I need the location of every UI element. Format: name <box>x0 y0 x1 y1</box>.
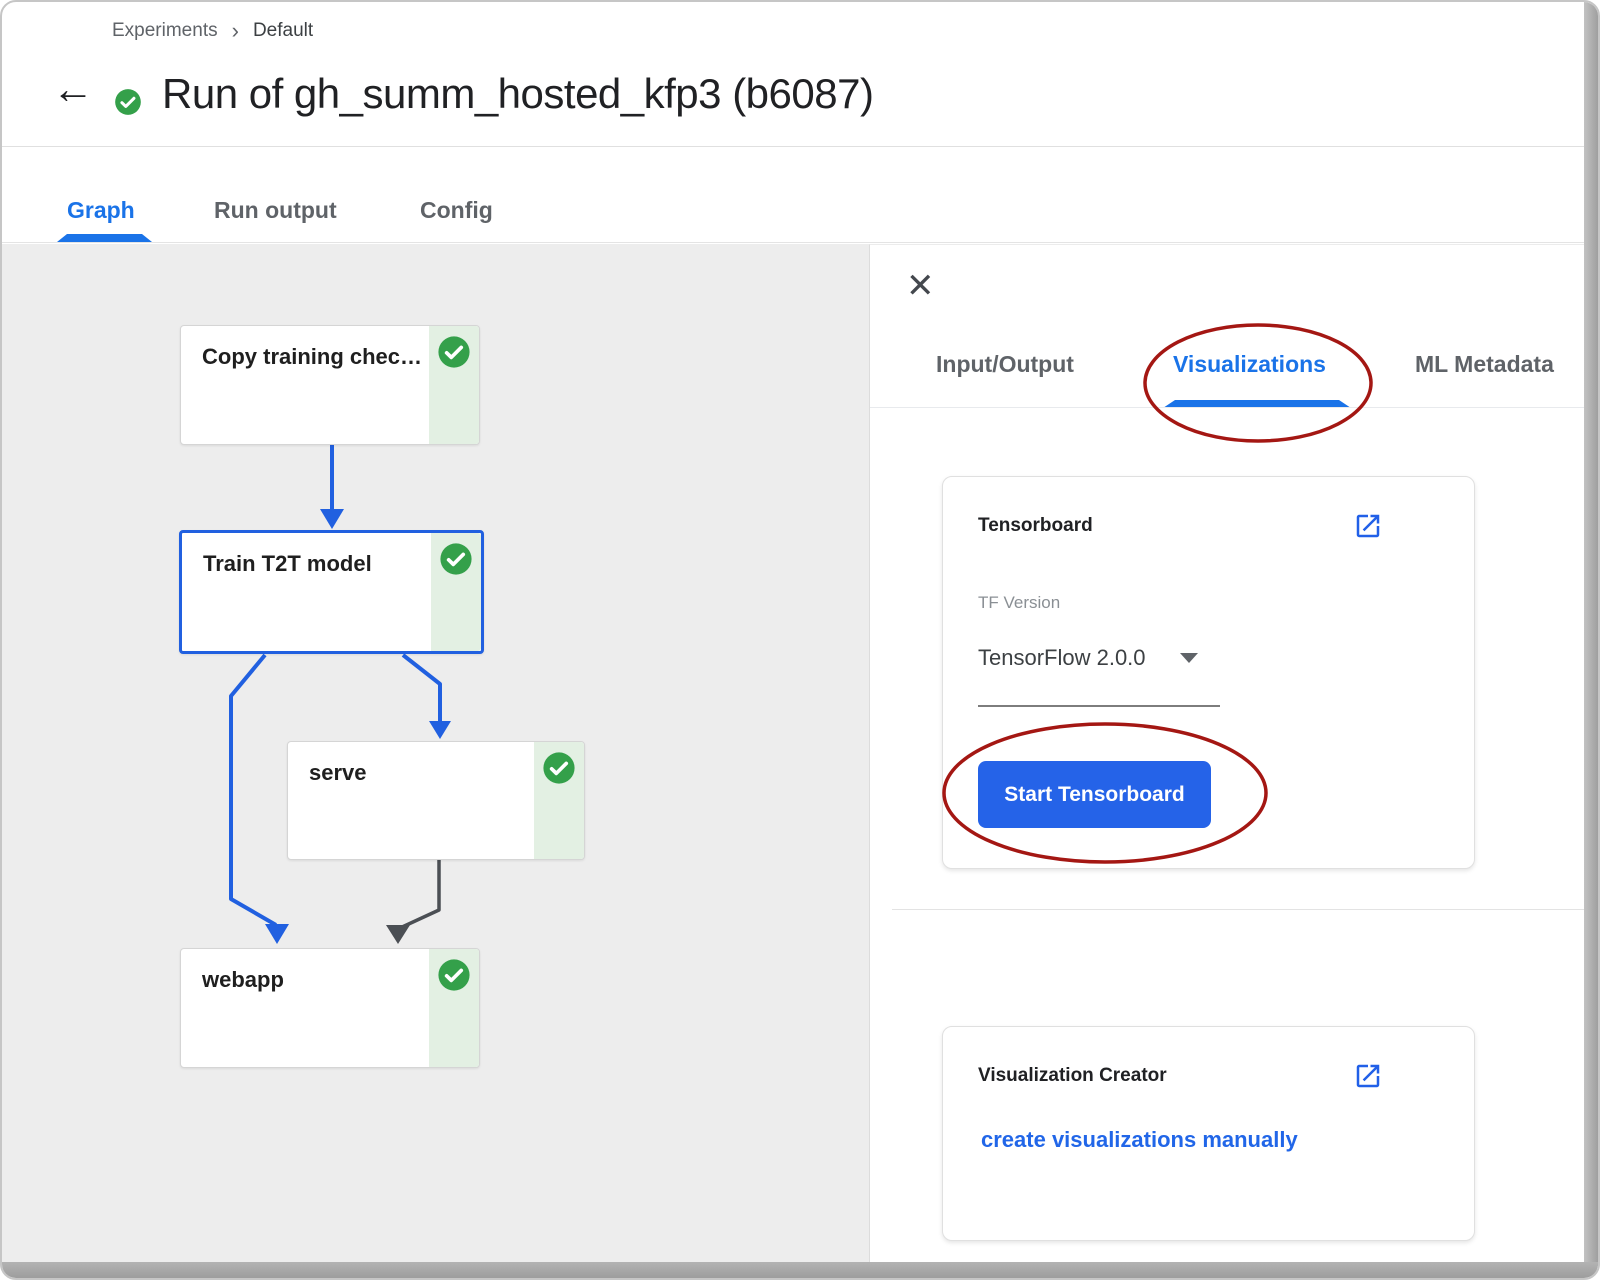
vertical-scrollbar[interactable] <box>1584 2 1598 1266</box>
edge-train-to-serve-arrowhead <box>429 721 451 739</box>
node-success-icon <box>440 543 472 575</box>
tensorboard-card-title: Tensorboard <box>978 515 1093 536</box>
pipeline-graph: Copy training chec… Train T2T model <box>2 244 869 1266</box>
graph-node-copy-training-checkpoint[interactable]: Copy training chec… <box>180 325 480 445</box>
node-status-strip <box>429 949 479 1067</box>
close-panel-button[interactable]: ✕ <box>906 267 935 305</box>
details-panel: ✕ Input/Output Visualizations ML Metadat… <box>869 244 1598 1266</box>
start-tensorboard-button[interactable]: Start Tensorboard <box>978 761 1211 828</box>
select-underline <box>978 705 1220 707</box>
graph-edges <box>229 445 451 944</box>
tab-run-output[interactable]: Run output <box>214 197 337 223</box>
node-success-icon <box>543 752 575 784</box>
graph-node-train-t2t-model[interactable]: Train T2T model <box>179 530 484 654</box>
open-in-new-icon[interactable] <box>1353 1061 1383 1091</box>
panel-section-divider <box>892 909 1588 910</box>
node-label: serve <box>309 760 367 785</box>
panel-tabs-divider <box>870 407 1598 408</box>
active-tab-indicator <box>57 234 152 242</box>
edge-serve-to-webapp-arrowhead <box>386 925 410 944</box>
breadcrumb-separator-icon: › <box>231 18 239 43</box>
dropdown-caret-icon <box>1179 653 1198 663</box>
header-divider <box>2 146 1598 147</box>
panel-tab-ml-metadata[interactable]: ML Metadata <box>1415 351 1554 377</box>
panel-tab-visualizations[interactable]: Visualizations <box>1173 351 1326 377</box>
panel-tab-input-output[interactable]: Input/Output <box>936 351 1074 377</box>
horizontal-scrollbar[interactable] <box>2 1262 1598 1278</box>
tf-version-value: TensorFlow 2.0.0 <box>978 645 1146 670</box>
main-tabbar: Graph Run output Config <box>2 147 1598 243</box>
node-status-strip <box>431 533 481 651</box>
run-status-success-icon <box>114 88 142 116</box>
node-label: Train T2T model <box>203 551 372 576</box>
edge-train-to-serve <box>401 653 442 722</box>
breadcrumb-experiments[interactable]: Experiments <box>112 20 218 41</box>
breadcrumb-default[interactable]: Default <box>252 20 314 41</box>
graph-node-webapp[interactable]: webapp <box>180 948 480 1068</box>
tf-version-label: TF Version <box>978 593 1061 612</box>
visualization-creator-card-title: Visualization Creator <box>978 1065 1167 1086</box>
page-title: Run of gh_summ_hosted_kfp3 (b6087) <box>162 70 874 117</box>
node-label: webapp <box>202 967 284 992</box>
node-status-strip <box>534 742 584 859</box>
edge-serve-to-webapp <box>399 860 441 930</box>
node-success-icon <box>438 336 470 368</box>
node-success-icon <box>438 959 470 991</box>
create-visualizations-manually-link[interactable]: create visualizations manually <box>981 1127 1298 1152</box>
node-label: Copy training chec… <box>202 344 423 369</box>
tab-config[interactable]: Config <box>420 197 493 223</box>
graph-node-serve[interactable]: serve <box>287 741 585 860</box>
breadcrumb: Experiments › Default <box>112 18 313 44</box>
visualization-creator-card: Visualization Creator create visualizati… <box>942 1026 1475 1241</box>
tf-version-select[interactable]: TensorFlow 2.0.0 <box>978 645 1198 671</box>
node-status-strip <box>429 326 479 444</box>
edge-copy-to-train-arrowhead <box>320 509 344 529</box>
back-button[interactable]: ← <box>52 65 94 112</box>
edge-train-to-webapp <box>229 653 278 927</box>
open-in-new-icon[interactable] <box>1353 511 1383 541</box>
tensorboard-card: Tensorboard TF Version TensorFlow 2.0.0 … <box>942 476 1475 869</box>
edge-train-to-webapp-arrowhead <box>265 924 289 944</box>
content-area: Copy training chec… Train T2T model <box>2 244 1598 1266</box>
tab-graph[interactable]: Graph <box>67 197 135 223</box>
